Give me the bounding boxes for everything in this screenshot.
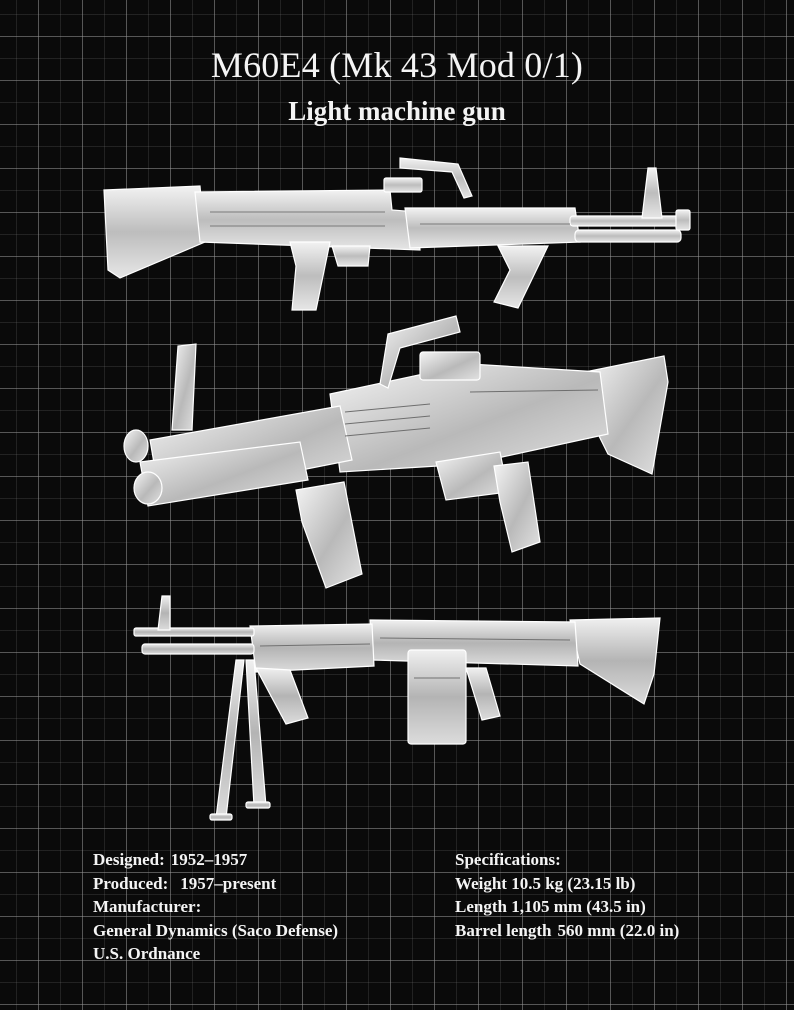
gun-illustration-three-quarter-view — [123, 315, 669, 589]
length-value: 1,105 mm (43.5 in) — [511, 897, 646, 916]
production-info: Designed: 1952–1957 Produced: 1957–present… — [93, 848, 338, 966]
designed-label: Designed: — [93, 850, 165, 869]
manufacturer-1: General Dynamics (Saco Defense) — [93, 920, 339, 940]
length-label: Length — [455, 897, 507, 916]
weight-row: Weight 10.5 kg (23.15 lb) — [455, 872, 679, 896]
produced-label: Produced: — [93, 873, 169, 893]
produced-row: Produced: 1957–present — [93, 872, 338, 896]
gun-illustration-side-view — [103, 157, 691, 311]
barrel-length-value: 560 mm (22.0 in) — [557, 920, 680, 940]
poster-subtitle: Light machine gun — [288, 96, 506, 126]
specifications-heading: Specifications: — [455, 850, 561, 869]
produced-value: 1957–present — [180, 873, 277, 893]
manufacturer-label: Manufacturer: — [93, 897, 202, 916]
length-row: Length 1,105 mm (43.5 in) — [455, 895, 679, 919]
barrel-length-label: Barrel length — [455, 920, 552, 940]
designed-value: 1952–1957 — [170, 850, 248, 869]
poster-title: M60E4 (Mk 43 Mod 0/1) — [210, 45, 584, 85]
manufacturer-2: U.S. Ordnance — [93, 944, 201, 963]
gun-illustration-bipod-view — [133, 595, 661, 821]
weight-label: Weight — [455, 873, 507, 893]
designed-row: Designed: 1952–1957 — [93, 848, 338, 872]
weight-value: 10.5 kg (23.15 lb) — [511, 873, 636, 893]
specifications: Specifications: Weight 10.5 kg (23.15 lb… — [455, 848, 679, 942]
